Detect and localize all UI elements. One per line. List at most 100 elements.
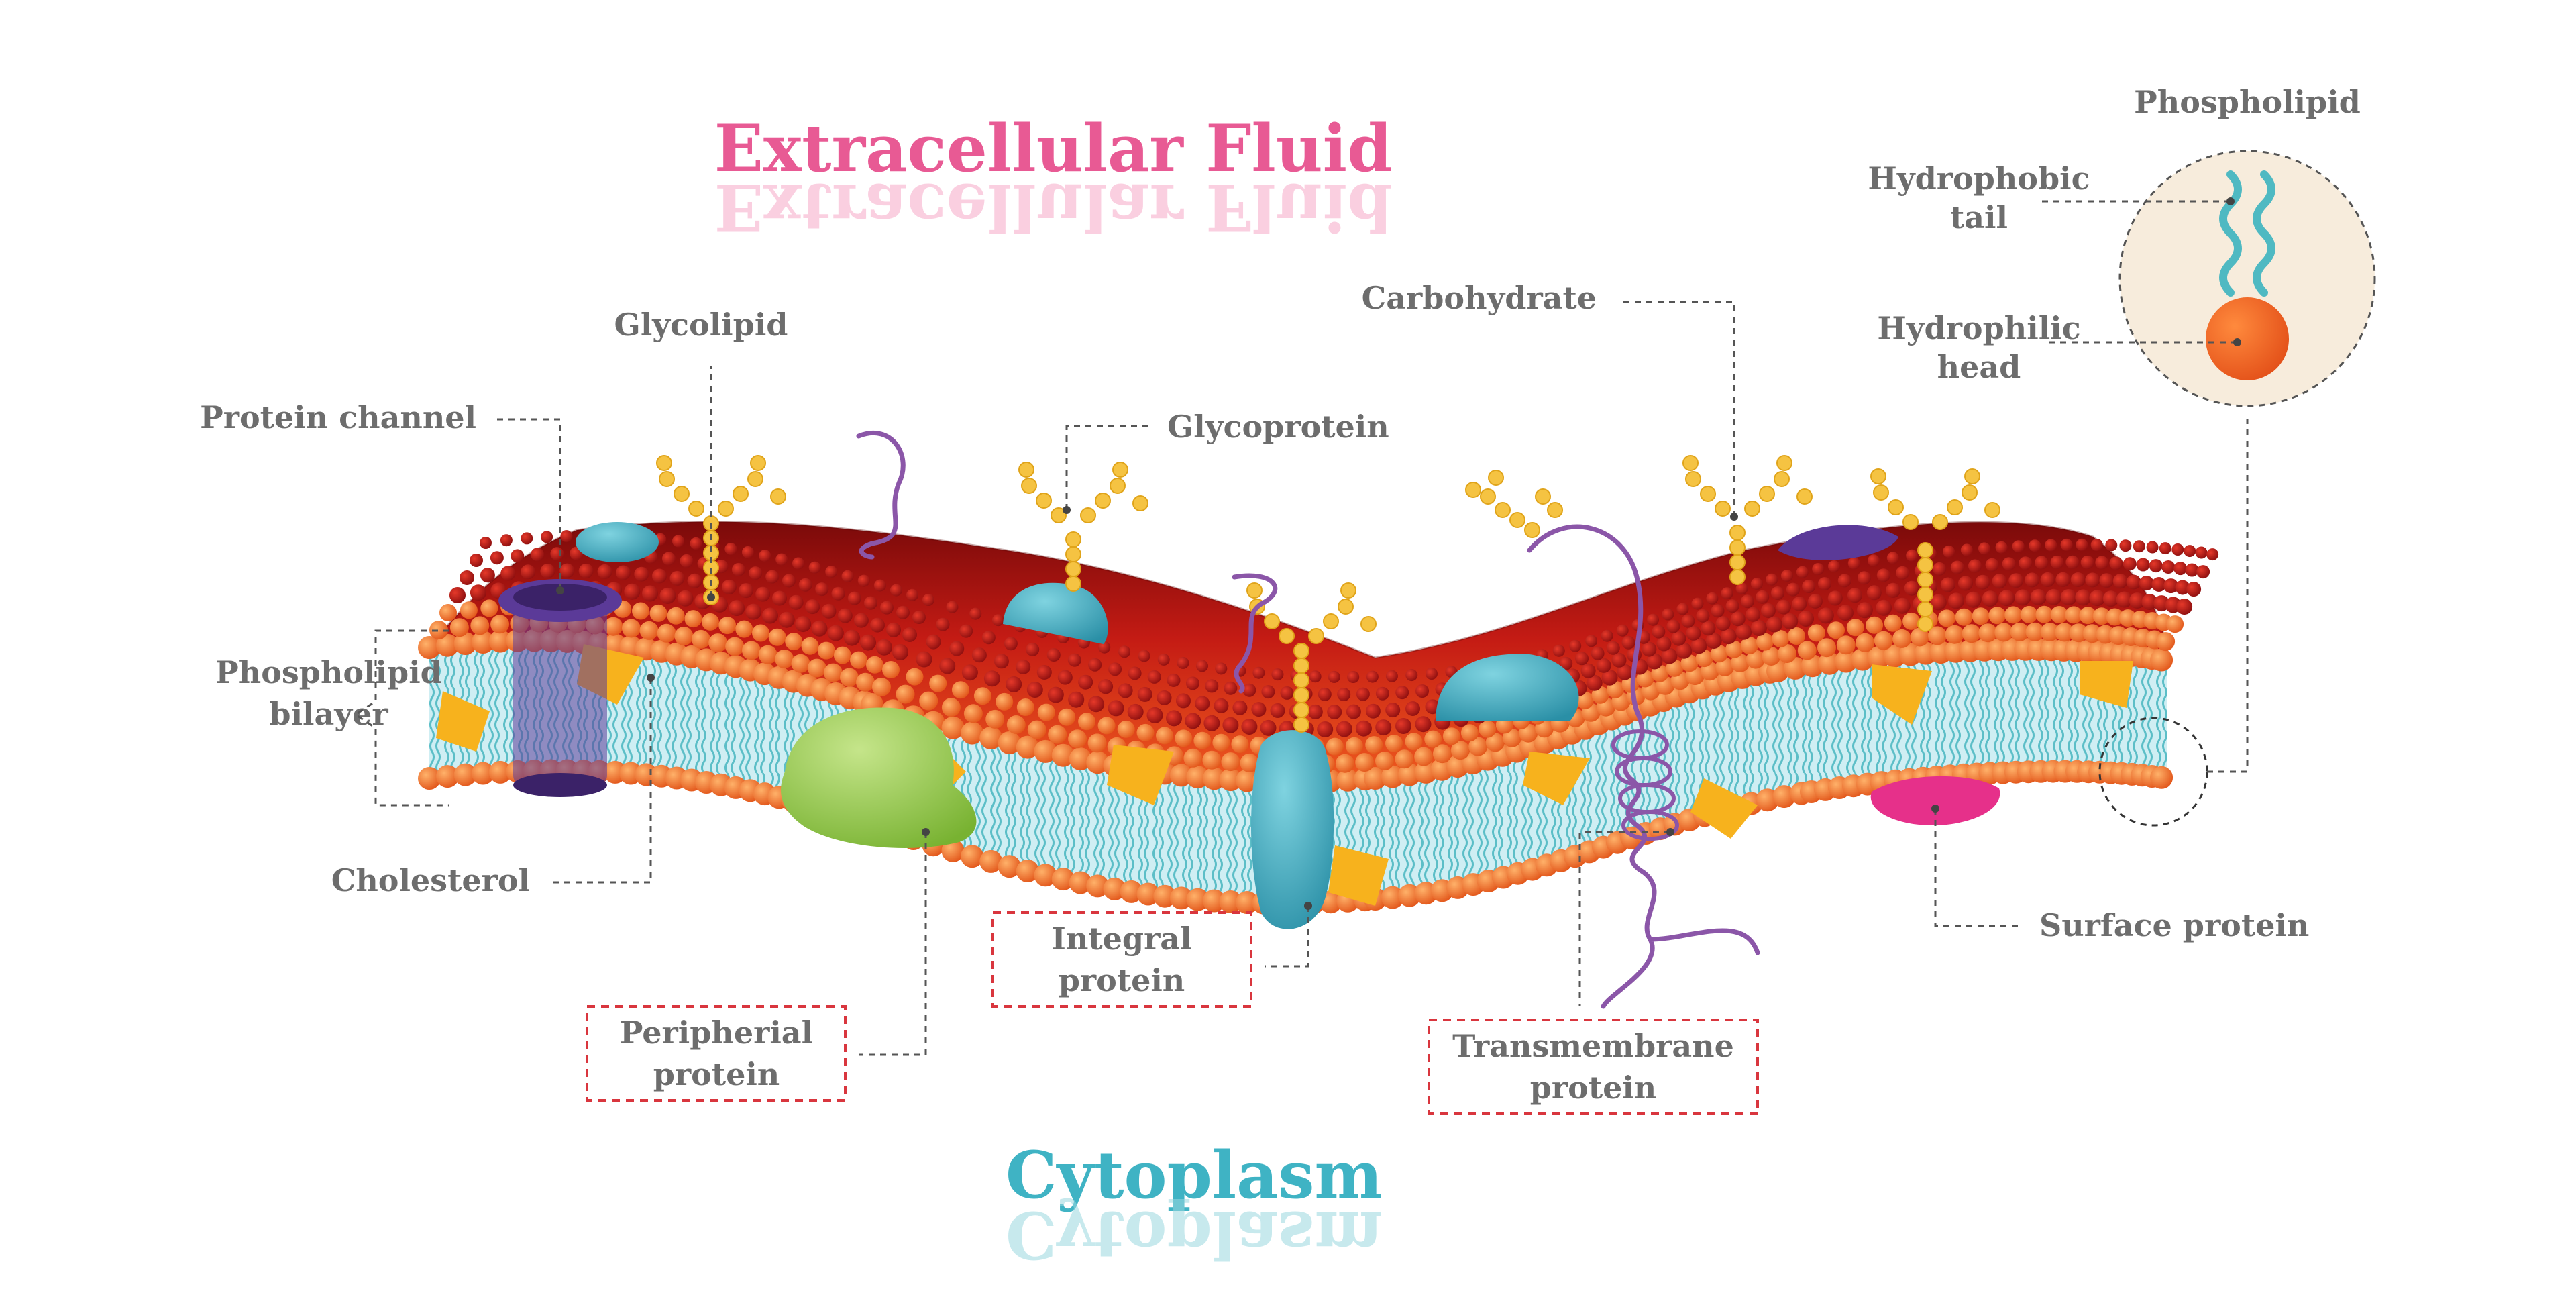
phospholipid-head <box>521 564 536 580</box>
cytoplasm-title-text: Cytoplasm <box>1006 1137 1383 1213</box>
sugar-unit <box>1729 569 1746 585</box>
phospholipid-head <box>1812 563 1825 575</box>
sugar-unit <box>750 455 766 471</box>
phospholipid-head <box>1088 658 1102 672</box>
sugar-unit <box>747 471 763 487</box>
phospholipid-tail-icon <box>2219 170 2275 297</box>
phospholipid-head <box>1681 614 1695 628</box>
sugar-unit <box>1902 514 1919 530</box>
phospholipid-head <box>560 530 573 543</box>
phospholipid-head <box>540 564 555 579</box>
phospholipid-head <box>449 587 466 603</box>
sugar-unit <box>1293 643 1309 659</box>
phospholipid-head <box>1364 767 1387 790</box>
phospholipid-head <box>1847 588 1862 603</box>
phospholipid-head <box>1098 641 1111 654</box>
phospholipid-head <box>1271 668 1284 681</box>
phospholipid-head <box>1193 731 1212 749</box>
phospholipid-head <box>762 607 778 624</box>
phospholipid-head <box>823 663 843 682</box>
phospholipid-head <box>1355 753 1375 772</box>
phospholipid-head <box>1710 645 1728 663</box>
phospholipid-head <box>847 591 861 605</box>
phospholipid-head <box>2008 573 2024 588</box>
phospholipid-head <box>825 566 838 578</box>
phospholipid-head <box>1336 768 1360 792</box>
phospholipid-head <box>2060 538 2073 551</box>
sugar-unit <box>1323 613 1339 629</box>
phospholipid-head <box>1450 741 1470 760</box>
phospholipid-head <box>906 588 918 601</box>
phospholipid-head <box>1335 754 1354 773</box>
phospholipid-head <box>2105 539 2118 552</box>
phospholipid-head <box>2151 577 2167 592</box>
leader-peripheral-protein <box>859 832 927 1056</box>
phospholipid-head <box>1137 686 1152 702</box>
phospholipid-head <box>1202 750 1222 770</box>
leader-phospholipid-bilayer <box>354 629 449 807</box>
label-carbohydrate: Carbohydrate <box>1362 280 1597 316</box>
phospholipid-head <box>1746 650 1765 669</box>
phospholipid-head <box>1778 644 1796 663</box>
sugar-unit <box>1947 499 1963 515</box>
phospholipid-head <box>755 586 771 602</box>
phospholipid-head <box>2040 572 2055 587</box>
phospholipid-head <box>1948 592 1964 609</box>
phospholipid-head <box>1328 670 1340 683</box>
sugar-unit <box>1744 501 1760 517</box>
phospholipid-head <box>778 611 795 628</box>
phospholipid-head <box>687 573 702 588</box>
phospholipid-head <box>2196 565 2210 579</box>
phospholipid-head <box>946 601 959 613</box>
phospholipid-head <box>912 611 926 624</box>
sugar-unit <box>1340 582 1356 599</box>
phospholipid-head <box>453 632 477 655</box>
sugar-unit <box>688 501 704 517</box>
phospholipid-head <box>833 646 851 664</box>
sugar-unit <box>1917 616 1933 632</box>
sugar-unit <box>1917 586 1933 603</box>
phospholipid-head <box>2195 546 2208 559</box>
phospholipid-head <box>837 608 853 623</box>
phospholipid-head <box>2119 539 2132 552</box>
phospholipid-head <box>559 563 575 578</box>
phospholipid-head <box>1058 708 1076 726</box>
surface-protein-shape <box>1870 776 2000 825</box>
leader-magnifier <box>2207 419 2249 773</box>
phospholipid-head <box>827 625 844 641</box>
phospholipid-head <box>996 692 1014 711</box>
phospholipid-head <box>642 585 658 602</box>
cytoplasm-title: Cytoplasm Cytoplasm <box>1006 1137 1383 1273</box>
phospholipid-head <box>1251 702 1267 717</box>
phospholipid-head <box>1978 542 1990 555</box>
phospholipid-head <box>853 613 869 628</box>
phospholipid-head <box>866 656 883 674</box>
phospholipid-head <box>1118 683 1133 698</box>
sugar-unit <box>1080 507 1096 523</box>
sugar-unit <box>1682 455 1699 471</box>
leader-dot-carbohydrate <box>1730 513 1738 521</box>
phospholipid-head <box>971 648 987 663</box>
phospholipid-head <box>1701 621 1716 636</box>
phospholipid-head <box>1760 603 1776 618</box>
phospholipid-head <box>1051 868 1075 891</box>
cholesterol-5 <box>1328 845 1389 906</box>
phospholipid-head <box>1827 590 1843 606</box>
phospholipid-head <box>1552 644 1565 657</box>
phospholipid-head <box>2079 607 2097 625</box>
sugar-unit <box>1729 554 1746 570</box>
phospholipid-head <box>1798 611 1814 627</box>
phospholipid-head <box>1088 696 1105 713</box>
sugar-unit <box>1293 658 1309 674</box>
phospholipid-head <box>856 672 875 692</box>
phospholipid-head <box>1196 660 1208 672</box>
phospholipid-head <box>1695 650 1713 668</box>
phospholipid-head <box>850 651 867 669</box>
sugar-unit <box>1917 601 1933 617</box>
phospholipid-head <box>1006 676 1022 692</box>
phospholipid-head <box>1117 720 1135 738</box>
phospholipid-head <box>1195 696 1210 711</box>
phospholipid-head <box>1896 566 1910 580</box>
phospholipid-head <box>1720 628 1737 645</box>
phospholipid-head <box>1943 545 1955 558</box>
